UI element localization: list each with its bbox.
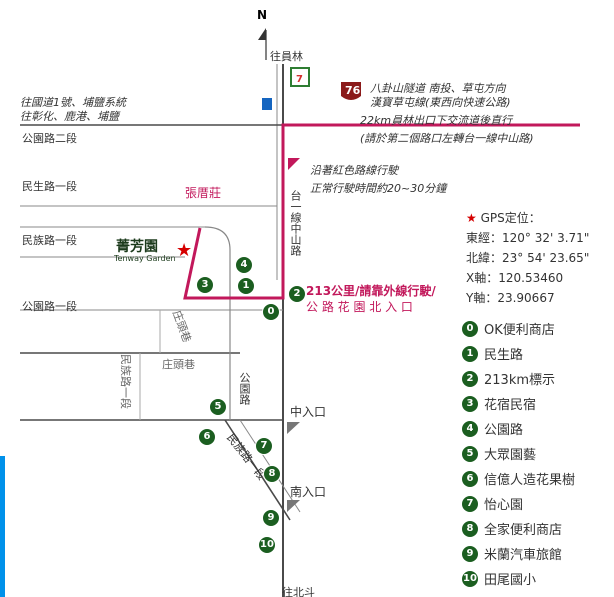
route-76-shield — [341, 82, 361, 100]
route-76-number: 76 — [345, 84, 361, 97]
gps-y: Y軸：23.90667 — [466, 291, 555, 305]
destination-star-icon: ★ — [176, 240, 193, 261]
zhuanglun-label-2: 庄頭巷 — [162, 358, 195, 371]
convenience-store-icon — [290, 67, 310, 87]
left-note-2: 往彰化、鹿港、埔鹽 — [20, 110, 119, 123]
marker-5: 5 — [209, 398, 227, 416]
entrance-south: 南入口 — [290, 485, 327, 499]
bus-note-2: 公 路 花 園 北 入 口 — [306, 300, 413, 314]
marker-6: 6 — [198, 428, 216, 446]
highway-note-1: 22km員林出口下交流道後直行 — [360, 114, 513, 127]
gps-x: X軸：120.53460 — [466, 271, 564, 285]
road-label-minsheng: 民生路一段 — [22, 180, 77, 193]
left-note-1: 往國道1號、埔鹽系統 — [20, 96, 126, 109]
marker-9: 9 — [262, 509, 280, 527]
gps-panel: ★ GPS定位： 東經：120° 32' 3.71" 北緯：23° 54' 23… — [466, 208, 589, 308]
marker-7: 7 — [255, 437, 273, 455]
garden-logo: 菁芳園 — [116, 239, 158, 255]
taiyi-label: 台一線中山路 — [289, 190, 302, 256]
bus-note-1: 213公里/請靠外線行駛/ — [306, 284, 436, 298]
route76-note-2: 漢寶草屯線(東西向快速公路) — [370, 96, 511, 109]
marker-10: 10 — [258, 536, 276, 554]
red-route-note-1: 沿著紅色路線行駛 — [310, 164, 398, 177]
red-route-note-2: 正常行駛時間約20~30分鐘 — [310, 182, 447, 195]
marker-3: 3 — [196, 276, 214, 294]
marker-8: 8 — [263, 465, 281, 483]
bottom-road-label: 往北斗 — [282, 586, 315, 597]
garden-logo-en: Tenway Garden — [114, 254, 176, 263]
zhangcuo-label: 張厝莊 — [185, 186, 222, 200]
accent-bar — [0, 456, 5, 597]
route76-note-1: 八卦山隧道 南投、草屯方向 — [370, 82, 506, 95]
sign-icon — [262, 98, 272, 110]
top-road-label: 往員林 — [270, 50, 303, 63]
road-minzu-diag — [224, 419, 291, 521]
minzu-diag-label: 民族路一段 — [119, 354, 132, 409]
svg-text:7: 7 — [296, 74, 303, 85]
marker-1: 1 — [237, 277, 255, 295]
highway-note-2: (請於第二個路口左轉台一線中山路) — [360, 132, 534, 145]
marker-2: 2 — [288, 285, 306, 303]
marker-4: 4 — [235, 256, 253, 274]
gps-north: 北緯：23° 54' 23.65" — [466, 251, 590, 265]
north-label: N — [257, 8, 268, 22]
road-label-gongyuan-1: 公園路一段 — [22, 300, 77, 313]
road-gongyuan — [204, 226, 231, 420]
gps-title: ★ GPS定位： — [466, 211, 541, 225]
road-label-gongyuan-2: 公園路二段 — [22, 132, 77, 145]
route-line — [183, 123, 580, 300]
marker-0: 0 — [262, 303, 280, 321]
entrance-mid: 中入口 — [290, 405, 327, 419]
road-label-minzu: 民族路一段 — [22, 234, 77, 247]
gps-east: 東經：120° 32' 3.71" — [466, 231, 590, 245]
gongyuan-label: 公園路 — [238, 372, 251, 405]
